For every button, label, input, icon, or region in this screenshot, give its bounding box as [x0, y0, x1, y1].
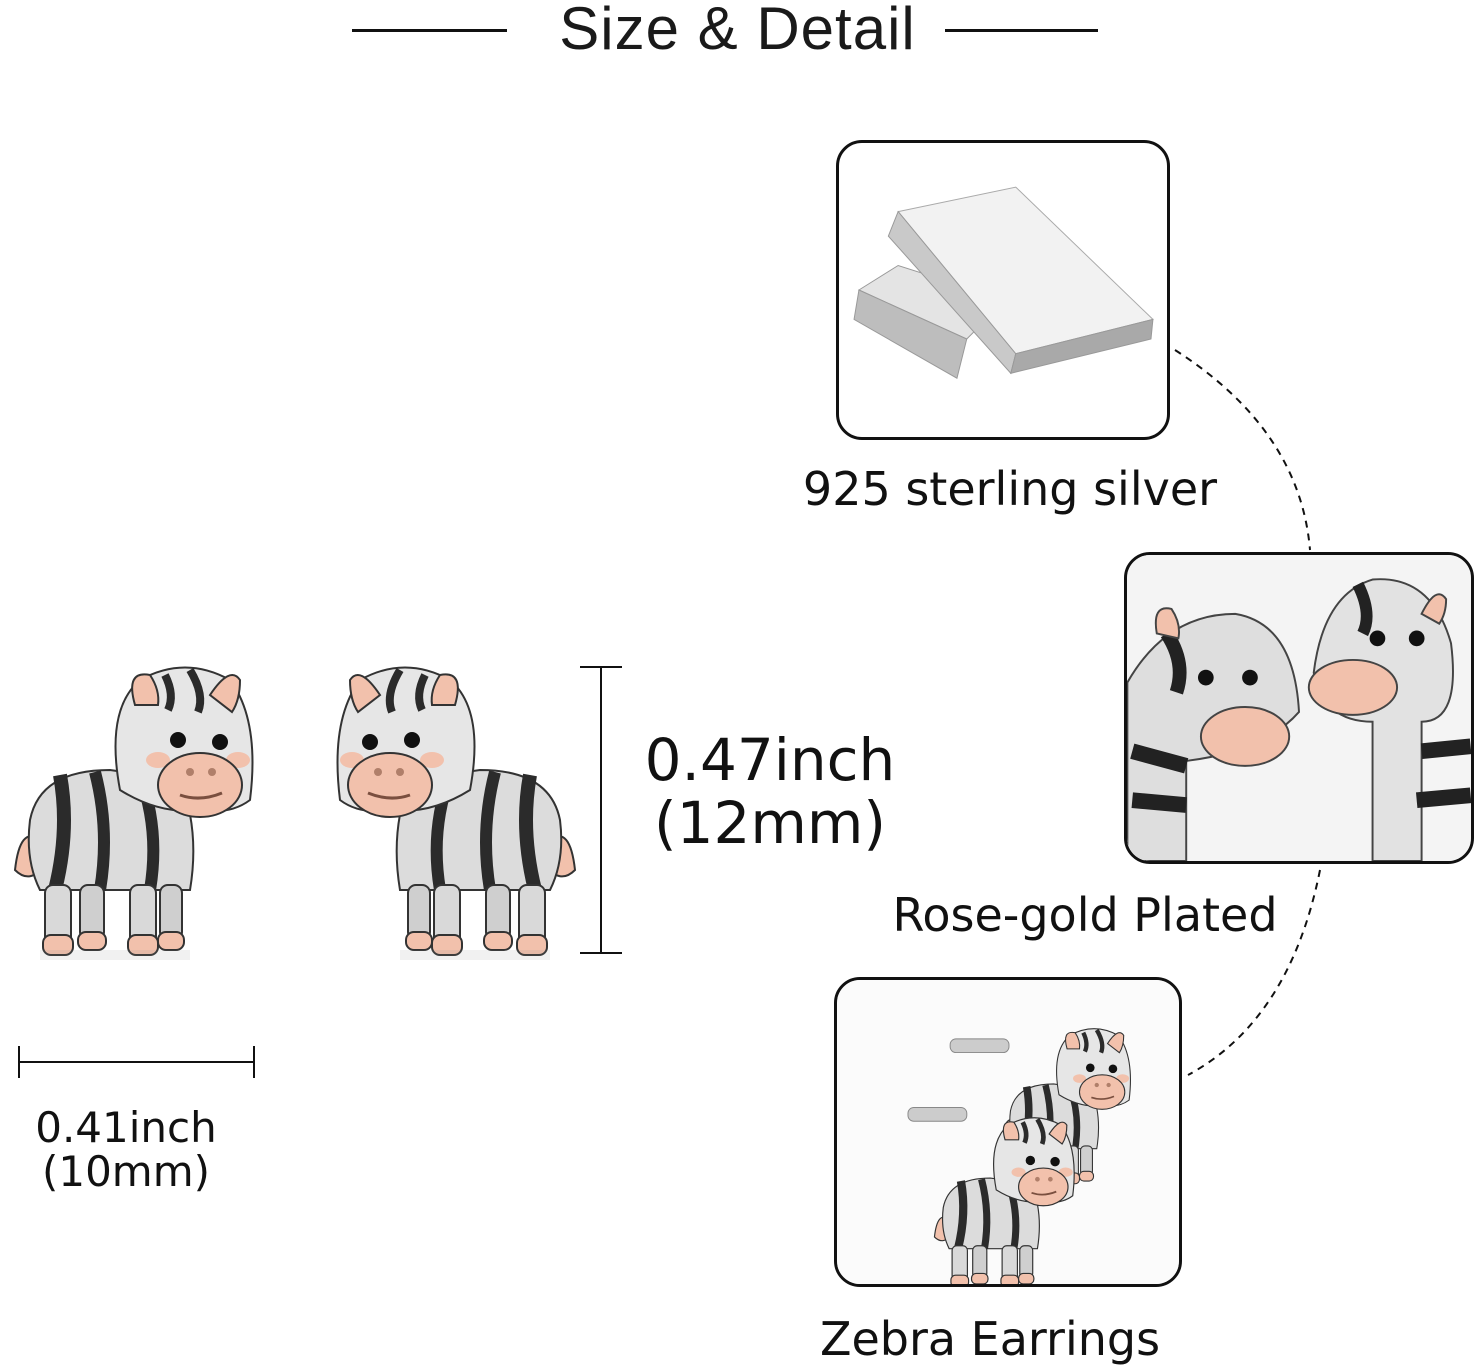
- zebra-earrings-icon: [837, 980, 1179, 1284]
- feature-label-zebra-earrings: Zebra Earrings: [819, 1312, 1161, 1366]
- title-rule-right: [945, 29, 1098, 32]
- height-dimension-line: [600, 666, 602, 954]
- feature-connector-arc: [1174, 349, 1321, 1076]
- height-dimension-cap-bottom: [580, 952, 622, 954]
- height-dimension-inch: 0.47inch: [644, 726, 896, 794]
- zebra-earrings-frame: [834, 977, 1182, 1287]
- height-dimension-mm: (12mm): [653, 789, 887, 857]
- zebra-earrings-illustration: [0, 650, 600, 1050]
- width-dimension-inch: 0.41inch: [35, 1103, 217, 1152]
- page-title: Size & Detail: [559, 0, 916, 62]
- silver-bars-icon: [853, 186, 1154, 379]
- feature-label-silver: 925 sterling silver: [802, 462, 1218, 516]
- rose-gold-frame: [1124, 552, 1474, 864]
- width-dimension-mm: (10mm): [41, 1147, 211, 1196]
- width-dimension-cap-right: [253, 1046, 255, 1078]
- width-dimension-line: [18, 1061, 255, 1063]
- zebra-closeup-icon: [1127, 555, 1471, 861]
- silver-bars-frame: [836, 140, 1170, 440]
- title-rule-left: [352, 29, 507, 32]
- feature-label-rose-gold: Rose-gold Plated: [892, 888, 1278, 942]
